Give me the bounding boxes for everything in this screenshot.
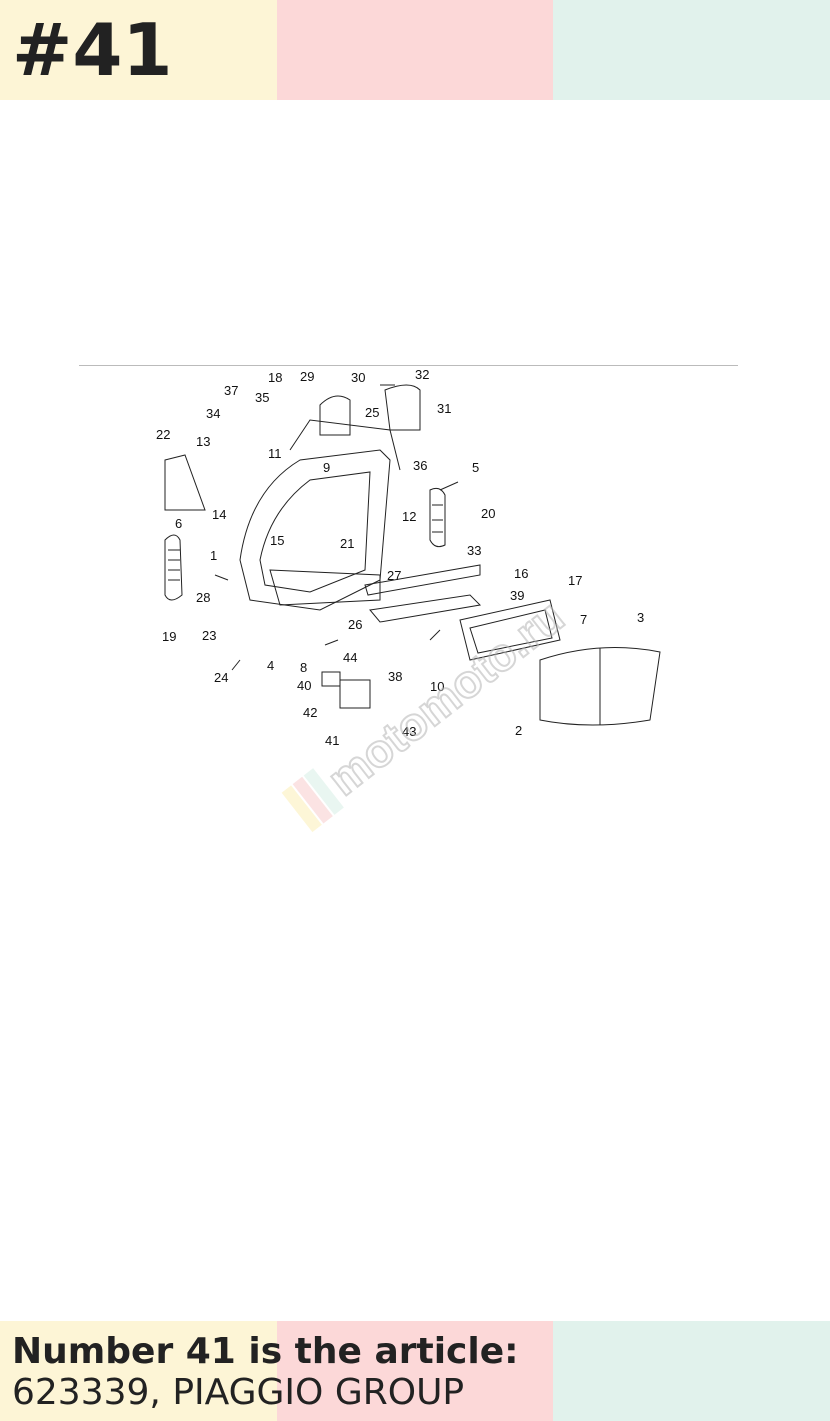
label-42: 42 <box>303 705 317 720</box>
label-37: 37 <box>224 383 238 398</box>
label-7: 7 <box>580 612 587 627</box>
divider <box>79 365 738 366</box>
label-40: 40 <box>297 678 311 693</box>
glove-box-part <box>269 569 381 606</box>
watermark-logo: motomoto.ru <box>281 589 574 833</box>
label-33: 33 <box>467 543 481 558</box>
label-18: 18 <box>268 370 282 385</box>
panel-22-part <box>164 454 206 511</box>
label-25: 25 <box>365 405 379 420</box>
module-41-part <box>339 679 371 709</box>
module-40-part <box>321 671 341 687</box>
label-20: 20 <box>481 506 495 521</box>
label-26: 26 <box>348 617 362 632</box>
label-34: 34 <box>206 406 220 421</box>
caption-article: 623339, PIAGGIO GROUP <box>12 1372 465 1413</box>
band-pink-block <box>276 0 554 100</box>
label-30: 30 <box>351 370 365 385</box>
page-number-title: #41 <box>12 8 173 92</box>
label-12: 12 <box>402 509 416 524</box>
label-35: 35 <box>255 390 269 405</box>
cover-31-part <box>384 384 421 431</box>
label-43: 43 <box>402 724 416 739</box>
label-23: 23 <box>202 628 216 643</box>
header-band <box>0 0 830 100</box>
cover-29-part <box>319 395 351 436</box>
label-9: 9 <box>323 460 330 475</box>
label-38: 38 <box>388 669 402 684</box>
label-29: 29 <box>300 369 314 384</box>
footer-band <box>0 1321 830 1421</box>
right-grille-part <box>429 487 446 548</box>
label-28: 28 <box>196 590 210 605</box>
label-19: 19 <box>162 629 176 644</box>
frame-17-part <box>459 599 561 661</box>
svg-text:motomoto.ru: motomoto.ru <box>318 590 574 806</box>
label-31: 31 <box>437 401 451 416</box>
label-22: 22 <box>156 427 170 442</box>
band-green-block <box>553 0 830 100</box>
label-39: 39 <box>510 588 524 603</box>
left-grille-part <box>164 534 183 601</box>
label-17: 17 <box>568 573 582 588</box>
trim-strip-part <box>364 564 481 596</box>
label-16: 16 <box>514 566 528 581</box>
label-3: 3 <box>637 610 644 625</box>
label-6: 6 <box>175 516 182 531</box>
headlight-part <box>539 647 661 726</box>
label-1: 1 <box>210 548 217 563</box>
band-pink-block <box>276 1321 554 1421</box>
label-10: 10 <box>430 679 444 694</box>
label-24: 24 <box>214 670 228 685</box>
caption-heading: Number 41 is the article: <box>12 1331 519 1372</box>
front-shield-part <box>239 449 391 611</box>
plate-39-part <box>369 594 482 623</box>
label-15: 15 <box>270 533 284 548</box>
label-21: 21 <box>340 536 354 551</box>
label-14: 14 <box>212 507 226 522</box>
label-32: 32 <box>415 367 429 382</box>
band-yellow-block <box>0 0 277 100</box>
callout-labels: 1 2 3 4 5 6 7 8 9 10 11 12 13 14 15 16 1… <box>156 367 644 748</box>
band-yellow-block <box>0 1321 277 1421</box>
label-5: 5 <box>472 460 479 475</box>
band-green-block <box>553 1321 830 1421</box>
label-4: 4 <box>267 658 274 673</box>
label-44: 44 <box>343 650 357 665</box>
label-27: 27 <box>387 568 401 583</box>
exploded-parts-diagram: 1 2 3 4 5 6 7 8 9 10 11 12 13 14 15 16 1… <box>156 367 661 748</box>
label-8: 8 <box>300 660 307 675</box>
label-2: 2 <box>515 723 522 738</box>
label-13: 13 <box>196 434 210 449</box>
label-41: 41 <box>325 733 339 748</box>
label-11: 11 <box>268 446 282 461</box>
label-36: 36 <box>413 458 427 473</box>
